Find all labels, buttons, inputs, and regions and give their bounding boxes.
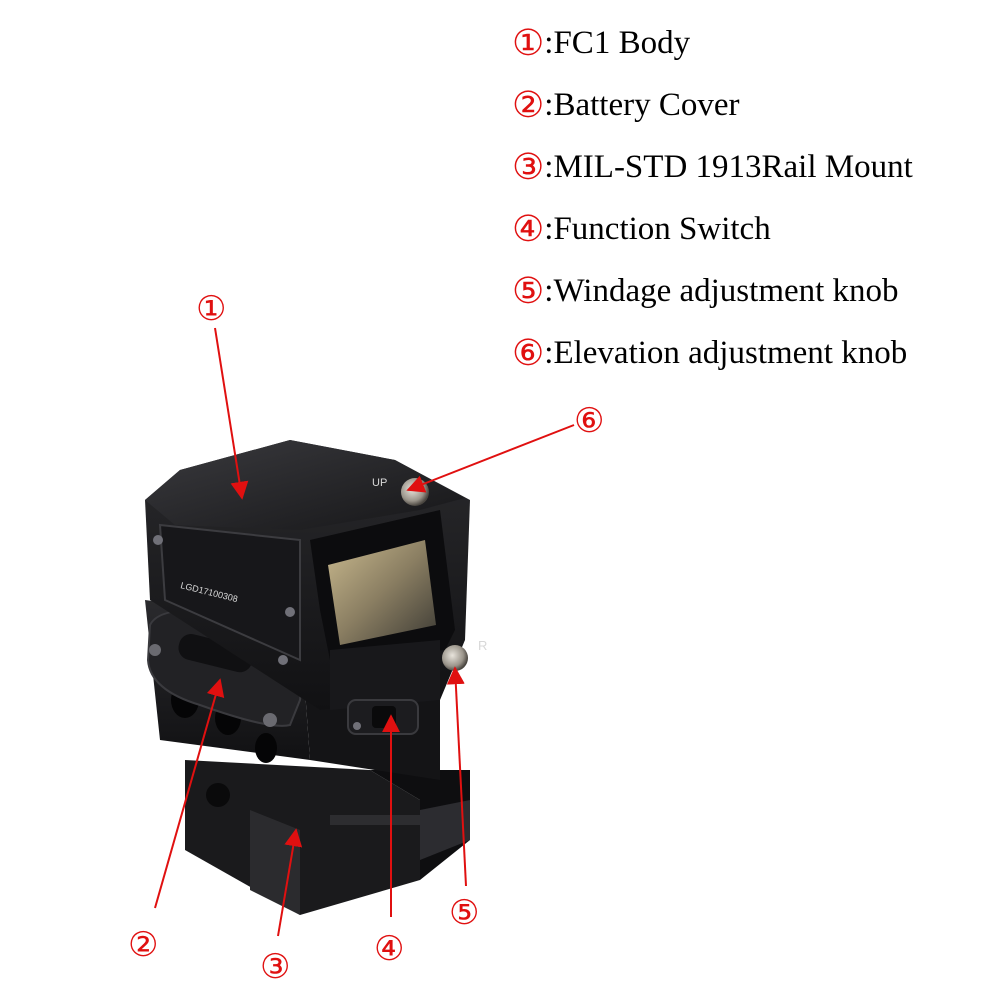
legend-number: ④ bbox=[512, 209, 545, 249]
legend-item-function-switch: ④:Function Switch bbox=[512, 208, 771, 256]
leader-lines bbox=[154, 327, 575, 937]
legend-label: :Windage adjustment knob bbox=[544, 273, 899, 309]
legend-label: :Elevation adjustment knob bbox=[544, 335, 908, 371]
legend-label: :FC1 Body bbox=[544, 25, 691, 61]
rail-mount bbox=[185, 760, 470, 915]
lens-window bbox=[328, 540, 436, 645]
legend-number: ⑥ bbox=[512, 333, 545, 373]
callout-6: ⑥ bbox=[574, 403, 604, 440]
legend-number: ① bbox=[512, 23, 545, 63]
legend-label: :Battery Cover bbox=[544, 87, 740, 123]
legend-item-windage-knob: ⑤:Windage adjustment knob bbox=[512, 270, 899, 318]
leader-line-3 bbox=[277, 828, 303, 937]
callout-4: ④ bbox=[374, 931, 404, 968]
legend-item-battery-cover: ②:Battery Cover bbox=[512, 84, 739, 132]
legend-item-rail-mount: ③:MIL-STD 1913Rail Mount bbox=[512, 146, 913, 194]
legend-number: ② bbox=[512, 85, 545, 125]
callout-2: ② bbox=[128, 927, 158, 964]
leader-line-2 bbox=[154, 678, 225, 909]
callout-5: ⑤ bbox=[449, 895, 479, 932]
up-marking: UP bbox=[372, 477, 387, 489]
legend-item-fc1-body: ①:FC1 Body bbox=[512, 22, 690, 70]
legend-item-elevation-knob: ⑥:Elevation adjustment knob bbox=[512, 332, 907, 380]
callout-1: ① bbox=[196, 291, 226, 328]
leader-line-6 bbox=[406, 424, 575, 493]
window-frame bbox=[310, 510, 455, 710]
leader-line-1 bbox=[214, 327, 249, 500]
legend-number: ⑤ bbox=[512, 271, 545, 311]
leader-line-5 bbox=[446, 666, 467, 887]
callout-3: ③ bbox=[260, 949, 290, 986]
legend-label: :MIL-STD 1913Rail Mount bbox=[544, 149, 913, 185]
windage-knob: R bbox=[442, 638, 487, 671]
function-switch bbox=[347, 699, 419, 735]
legend-number: ③ bbox=[512, 147, 545, 187]
legend-label: :Function Switch bbox=[544, 211, 771, 247]
right-marking: R bbox=[478, 638, 487, 653]
